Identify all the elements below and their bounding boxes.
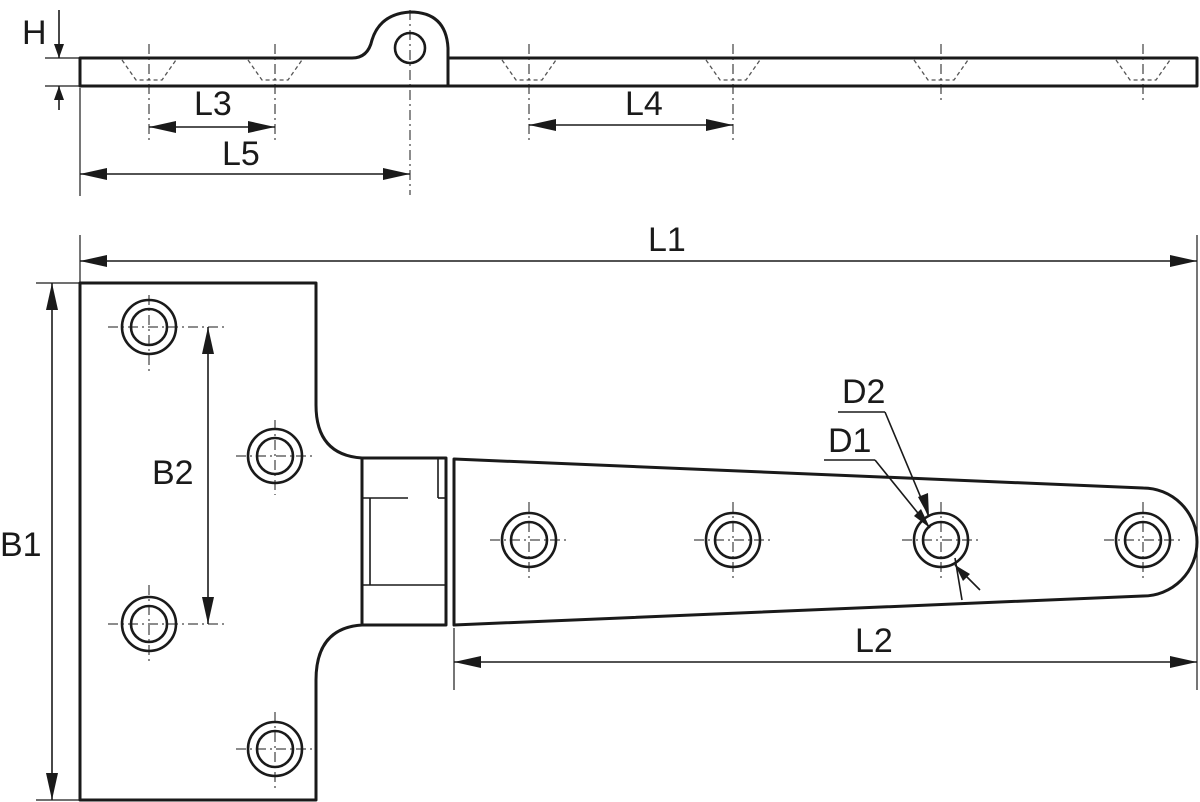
dimension-l1: L1 xyxy=(79,221,1198,690)
dimension-l4: L4 xyxy=(529,85,733,131)
dimension-h: H xyxy=(22,10,80,110)
dimension-d1: D1 xyxy=(824,422,963,601)
side-view: H L3 L5 L4 xyxy=(22,10,1199,196)
dimension-d1-label: D1 xyxy=(828,422,871,460)
top-view-tapered-leaf xyxy=(452,457,1199,627)
dimension-l2-label: L2 xyxy=(855,622,893,660)
dimension-h-label: H xyxy=(22,14,47,52)
dimension-l5-label: L5 xyxy=(222,135,260,173)
side-view-right-leaf xyxy=(446,56,1199,88)
dimension-l2: L2 xyxy=(453,622,1197,690)
dimension-l4-label: L4 xyxy=(625,85,663,123)
dimension-d2-label: D2 xyxy=(842,373,885,411)
dimension-b1: B1 xyxy=(0,282,80,801)
dimension-l5: L5 xyxy=(80,135,410,180)
top-view-left-plate xyxy=(78,281,364,802)
side-view-left-leaf xyxy=(78,10,450,88)
top-view-knuckle xyxy=(360,456,448,627)
dimension-b2-label: B2 xyxy=(152,454,194,492)
dimension-d2: D2 xyxy=(838,373,981,591)
dimension-b1-label: B1 xyxy=(0,526,42,564)
top-view-knuckle-details xyxy=(362,458,446,586)
top-view: L1 B1 B2 D2 xyxy=(0,221,1199,802)
dimension-l3: L3 xyxy=(149,85,275,133)
dimension-l1-label: L1 xyxy=(648,221,686,259)
dimension-b2: B2 xyxy=(152,327,214,624)
dimension-l3-label: L3 xyxy=(194,85,232,123)
